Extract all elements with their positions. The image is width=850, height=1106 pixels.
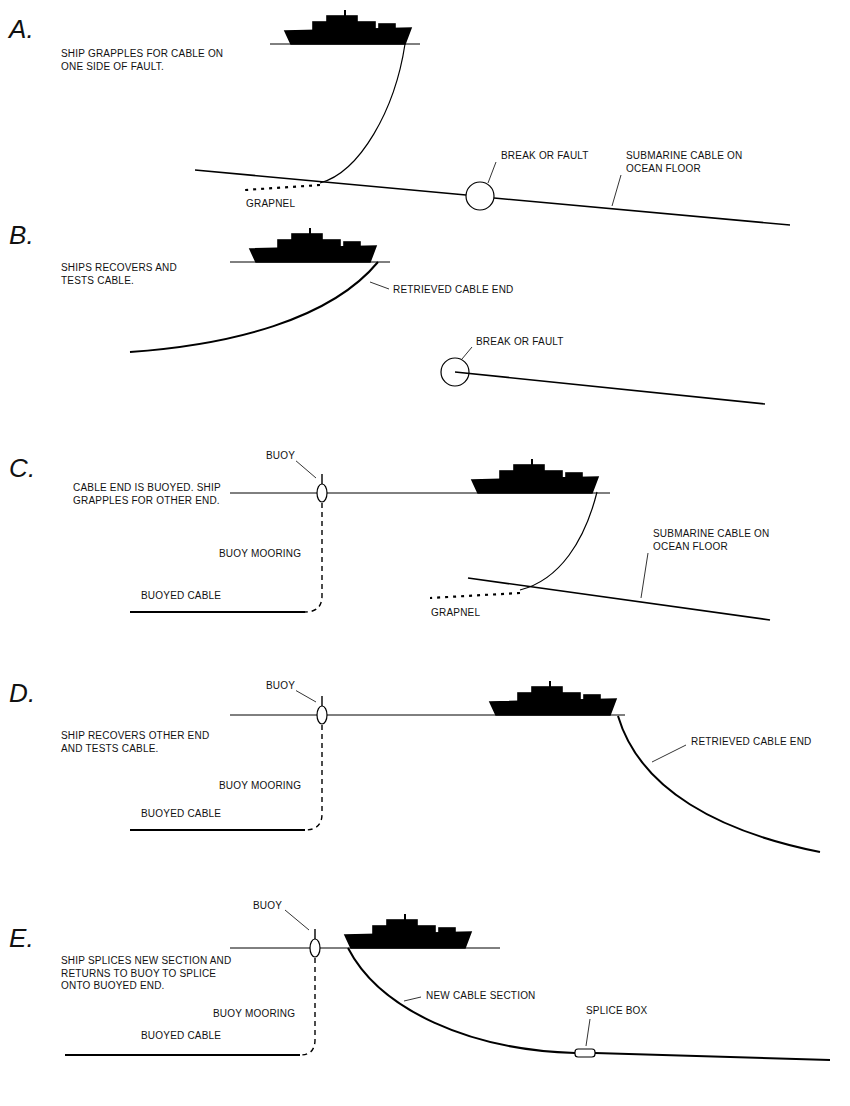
leader-line [462, 347, 472, 359]
leader-line [295, 460, 316, 478]
leader-line [612, 175, 621, 206]
submarine-cable [455, 372, 765, 404]
callout-label: SUBMARINE CABLE ON OCEAN FLOOR [625, 150, 747, 175]
cable-ship [345, 914, 471, 948]
callout-label: SUBMARINE CABLE ON OCEAN FLOOR [652, 528, 774, 553]
panel-letter: E. [8, 925, 35, 951]
callout-label: BUOY [265, 680, 296, 693]
callout-label: BUOYED CABLE [140, 808, 222, 821]
buoy-mast [314, 929, 315, 939]
buoyed-cable [130, 829, 305, 831]
leader-line [641, 553, 648, 598]
buoy-mooring [305, 503, 322, 612]
step-caption: SHIP RECOVERS OTHER END AND TESTS CABLE. [60, 730, 222, 755]
callout-label: BUOY [252, 900, 283, 913]
callout-label: SPLICE BOX [585, 1005, 648, 1018]
retrieved-cable [618, 716, 820, 852]
panel-letter: B. [8, 222, 35, 248]
buoyed-cable [130, 611, 305, 613]
buoy-mooring [305, 725, 322, 830]
leader-line [488, 162, 496, 183]
submarine-cable [494, 198, 790, 225]
new-cable-section [348, 948, 575, 1053]
callout-label: BUOY MOORING [218, 548, 302, 561]
callout-label: BREAK OR FAULT [500, 150, 590, 163]
grapnel-rope [520, 492, 597, 590]
buoy [310, 939, 320, 957]
leader-line [652, 745, 686, 762]
panel-letter: D. [8, 680, 36, 706]
grapnel-chain [430, 593, 520, 598]
cable-ship [250, 228, 376, 262]
buoyed-cable [65, 1054, 300, 1056]
callout-label: BUOY [265, 450, 296, 463]
buoy-mast [321, 474, 322, 484]
callout-label: NEW CABLE SECTION [425, 990, 537, 1003]
splice-box [575, 1049, 595, 1057]
callout-label: GRAPNEL [245, 198, 296, 211]
callout-label: BUOYED CABLE [140, 590, 222, 603]
step-caption: SHIP GRAPPLES FOR CABLE ON ONE SIDE OF F… [60, 48, 237, 73]
buoy [317, 484, 327, 502]
step-caption: CABLE END IS BUOYED. SHIP GRAPPLES FOR O… [72, 482, 224, 507]
step-caption: SHIP SPLICES NEW SECTION AND RETURNS TO … [60, 955, 237, 993]
buoy [317, 706, 327, 724]
new-cable-section [595, 1053, 830, 1060]
callout-label: BUOYED CABLE [140, 1030, 222, 1043]
leader-line [285, 910, 309, 930]
submarine-cable [468, 578, 770, 620]
leader-line [295, 690, 316, 702]
buoy-mooring [300, 958, 315, 1055]
cable-ship [472, 459, 598, 493]
leader-line [404, 997, 421, 1001]
submarine-cable [195, 170, 466, 195]
callout-label: GRAPNEL [430, 607, 481, 620]
callout-label: RETRIEVED CABLE END [690, 736, 813, 749]
step-caption: SHIPS RECOVERS AND TESTS CABLE. [60, 262, 187, 287]
panel-letter: C. [8, 455, 36, 481]
cable-ship [285, 10, 411, 44]
callout-label: BREAK OR FAULT [475, 336, 565, 349]
fault-circle [466, 182, 494, 210]
callout-label: BUOY MOORING [212, 1008, 296, 1021]
leader-line [370, 282, 389, 289]
callout-label: RETRIEVED CABLE END [392, 284, 515, 297]
grapnel-chain [245, 185, 320, 190]
callout-label: BUOY MOORING [218, 780, 302, 793]
buoy-mast [321, 696, 322, 706]
panel-letter: A. [8, 16, 35, 42]
grapnel-rope [320, 44, 405, 183]
leader-line [586, 1019, 590, 1046]
cable-ship [490, 681, 616, 715]
